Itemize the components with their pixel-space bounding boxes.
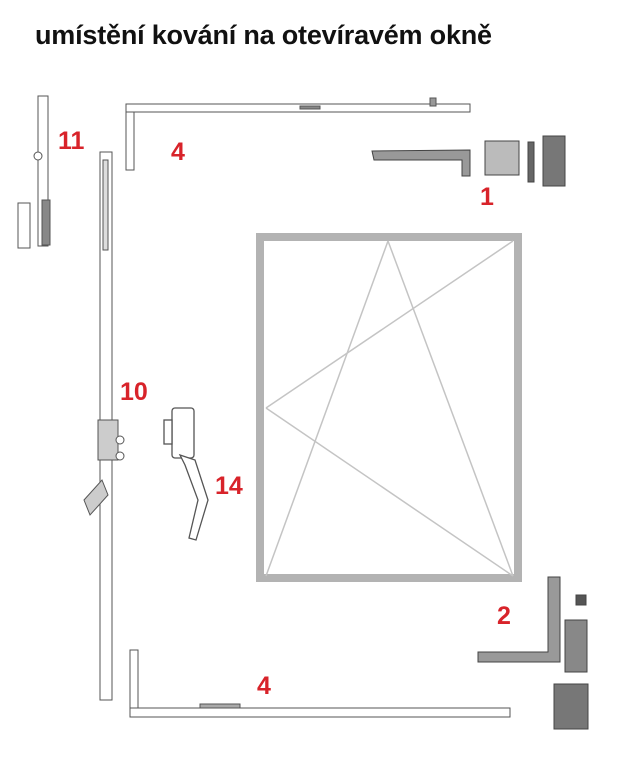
label-part-11: 11 — [58, 127, 85, 155]
label-part-4-top: 4 — [171, 138, 185, 166]
label-part-10: 10 — [120, 378, 148, 406]
part-4-top-corner-drive — [125, 97, 471, 171]
part-10-espagnolette — [83, 151, 125, 701]
label-part-4-bottom: 4 — [257, 672, 271, 700]
label-part-2: 2 — [497, 602, 511, 630]
label-part-14: 14 — [215, 472, 243, 500]
window-frame — [256, 233, 522, 582]
part-2-corner-hinge — [477, 576, 589, 730]
diagram-title: umístění kování na otevíravém okně — [35, 20, 492, 50]
part-14-window-handle — [163, 407, 209, 541]
part-1-stay-hinge — [371, 135, 566, 187]
label-part-1: 1 — [480, 183, 494, 211]
part-11-lock-keeper — [17, 95, 51, 249]
part-4-bottom-corner-drive — [129, 649, 511, 718]
